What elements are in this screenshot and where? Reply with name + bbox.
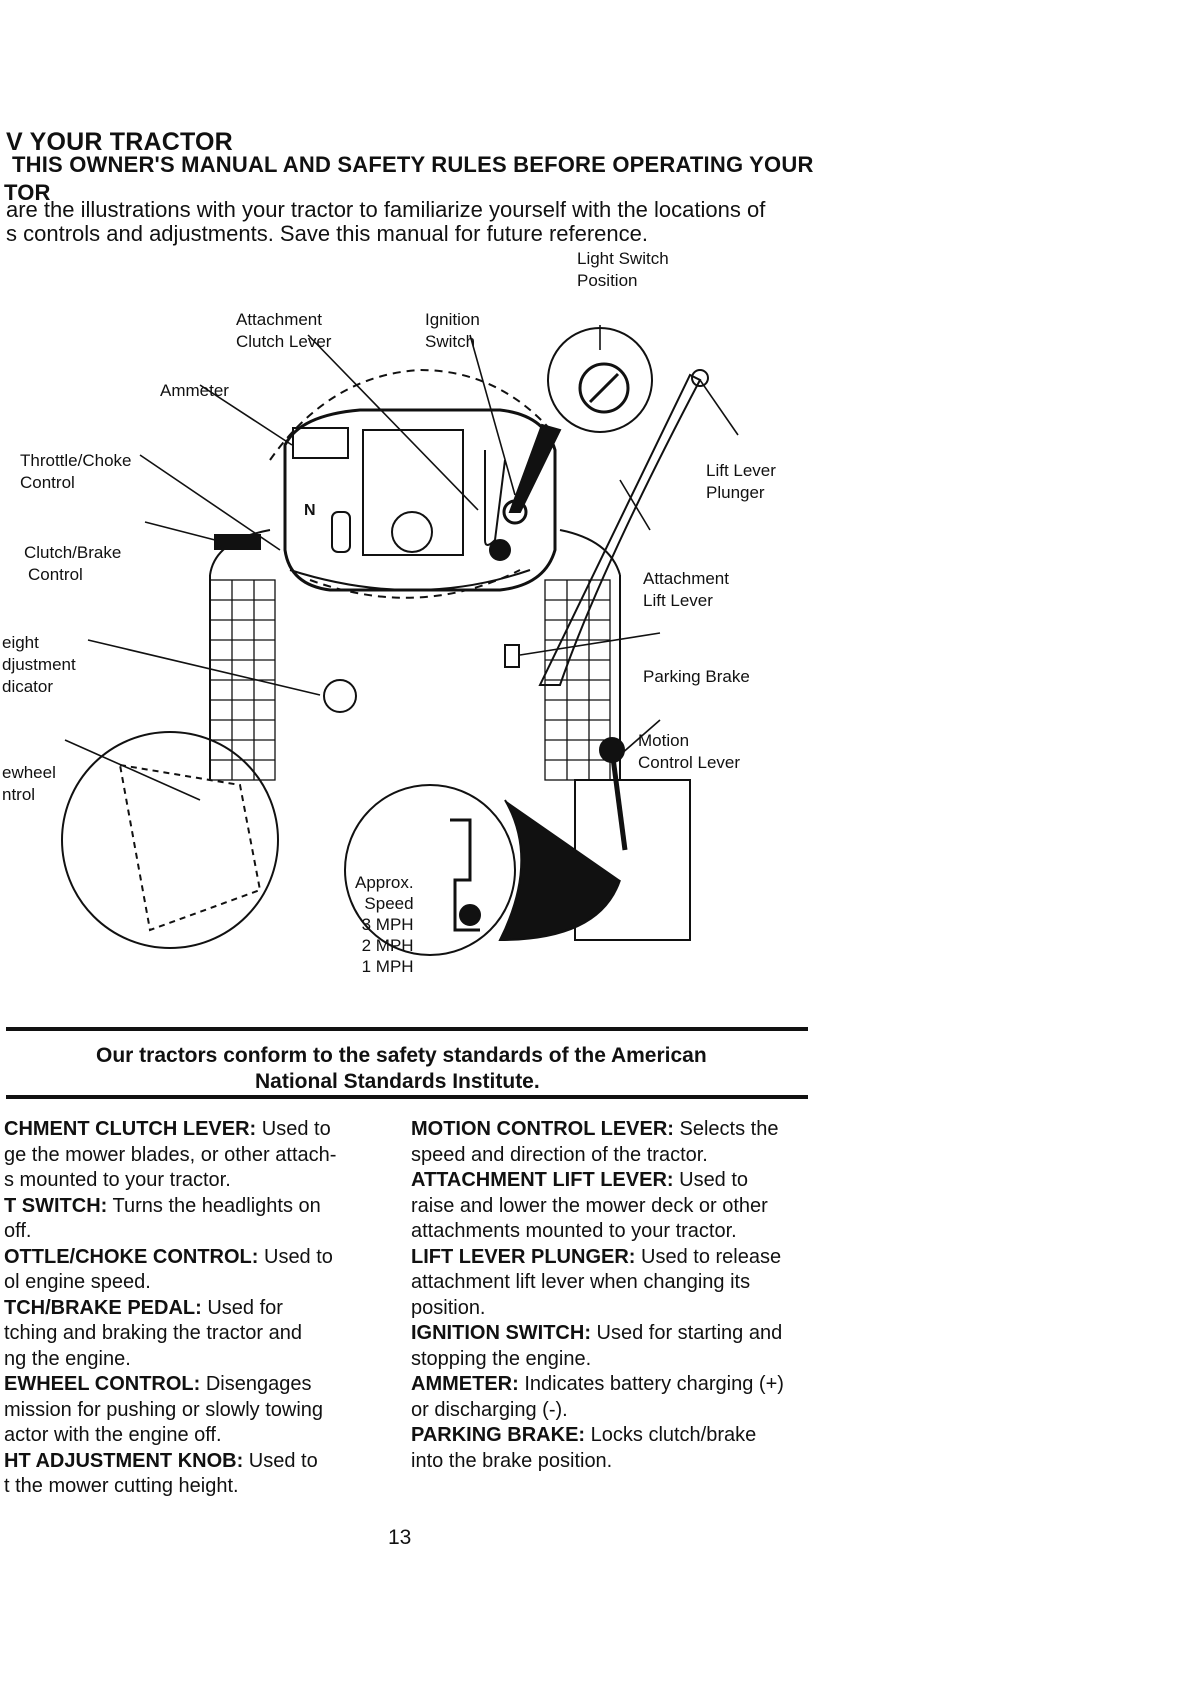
label-parking-brake: Parking Brake xyxy=(643,667,750,686)
intro-line-1: are the illustrations with your tractor … xyxy=(6,197,766,222)
text-line: stopping the engine. xyxy=(411,1347,592,1370)
text-line: EWHEEL CONTROL: Disengages xyxy=(4,1373,312,1395)
text-line: attachments mounted to your tractor. xyxy=(411,1220,737,1242)
text-line: ng the engine. xyxy=(4,1347,131,1370)
center-panel-knob xyxy=(391,511,433,553)
text-line: speed and direction of the tractor. xyxy=(411,1143,708,1166)
text-line: T SWITCH: Turns the headlights on xyxy=(4,1194,321,1217)
text-line: ge the mower blades, or other attach- xyxy=(4,1143,337,1166)
text-line: off. xyxy=(4,1220,32,1242)
label-throttle-choke-control: Throttle/Choke Control xyxy=(20,451,132,492)
text-line: into the brake position. xyxy=(411,1449,613,1472)
left-fender-grille xyxy=(209,579,276,781)
label-light-switch-position: Light Switch Position xyxy=(577,249,669,290)
text-line: attachment lift lever when changing its xyxy=(411,1271,751,1293)
text-line: HT ADJUSTMENT KNOB: Used to xyxy=(4,1449,318,1472)
text-line: TCH/BRAKE PEDAL: Used for xyxy=(4,1296,283,1319)
top-rule xyxy=(6,1027,808,1031)
label-attachment-lift-lever: Attachment Lift Lever xyxy=(643,569,729,610)
label-ammeter: Ammeter xyxy=(160,381,229,400)
text-line: position. xyxy=(411,1296,486,1319)
text-line: IGNITION SWITCH: Used for starting and xyxy=(411,1322,783,1344)
text-line: CHMENT CLUTCH LEVER: Used to xyxy=(4,1118,331,1140)
label-attachment-clutch-lever: Attachment Clutch Lever xyxy=(236,310,332,351)
label-lift-lever-plunger: Lift Lever Plunger xyxy=(706,461,776,502)
text-line: ATTACHMENT LIFT LEVER: Used to xyxy=(411,1169,749,1191)
section-title: V YOUR TRACTOR xyxy=(6,128,233,156)
label-motion-control-lever: Motion Control Lever xyxy=(638,731,741,772)
tractor-body xyxy=(209,529,621,780)
text-line: mission for pushing or slowly towing xyxy=(4,1398,324,1421)
section-subtitle-cont: TOR xyxy=(4,180,51,205)
light-switch-knob xyxy=(489,539,511,561)
label-freewheel-control: ewheel ntrol xyxy=(2,763,56,804)
throttle-slot xyxy=(331,511,351,553)
center-panel xyxy=(362,429,464,556)
neutral-mark: N xyxy=(304,502,316,519)
right-fender-grille xyxy=(544,579,611,781)
text-line: ol engine speed. xyxy=(4,1271,151,1293)
intro-line-2: s controls and adjustments. Save this ma… xyxy=(6,221,648,246)
standards-notice-line-1: Our tractors conform to the safety stand… xyxy=(96,1044,707,1067)
text-line: LIFT LEVER PLUNGER: Used to release xyxy=(411,1245,782,1268)
ammeter-gauge xyxy=(292,427,349,459)
left-column: CHMENT CLUTCH LEVER: Used to ge the mowe… xyxy=(4,1117,336,1500)
text-line: raise and lower the mower deck or other xyxy=(411,1194,768,1217)
label-approx-speed: Approx. Speed 3 MPH 2 MPH 1 MPH xyxy=(355,873,414,976)
motion-control-lever xyxy=(609,749,628,851)
section-subtitle: THIS OWNER'S MANUAL AND SAFETY RULES BEF… xyxy=(12,152,814,177)
leader-lines xyxy=(64,325,739,801)
label-ignition-switch: Ignition Switch xyxy=(425,310,480,351)
text-line: MOTION CONTROL LEVER: Selects the xyxy=(411,1118,779,1140)
freewheel-callout xyxy=(61,731,279,949)
label-height-adjustment-indicator: eight djustment dicator xyxy=(2,633,76,696)
lift-lever-plunger xyxy=(691,369,709,387)
bottom-rule xyxy=(6,1095,808,1099)
dash-panel xyxy=(283,408,557,592)
text-line: actor with the engine off. xyxy=(4,1424,222,1446)
text-line: t the mower cutting height. xyxy=(4,1475,239,1497)
attachment-clutch-slot xyxy=(484,450,506,546)
motion-control-knob xyxy=(599,737,625,763)
text-line: s mounted to your tractor. xyxy=(4,1169,231,1191)
parking-brake-handle xyxy=(504,644,520,668)
right-column: MOTION CONTROL LEVER: Selects the speed … xyxy=(411,1117,784,1474)
tractor-controls-diagram: N xyxy=(61,325,739,956)
text-line: or discharging (-). xyxy=(411,1398,568,1421)
page-number: 13 xyxy=(388,1526,412,1549)
text-line: tching and braking the tractor and xyxy=(4,1322,302,1344)
speed-callout xyxy=(344,784,516,956)
label-clutch-brake-control: Clutch/Brake Control xyxy=(24,543,122,584)
clutch-brake-pedal xyxy=(214,534,261,550)
speed-gate xyxy=(450,818,480,932)
text-line: OTTLE/CHOKE CONTROL: Used to xyxy=(4,1245,333,1268)
standards-notice-line-2: National Standards Institute. xyxy=(255,1070,540,1093)
text-line: PARKING BRAKE: Locks clutch/brake xyxy=(411,1424,757,1446)
height-adjustment-knob xyxy=(323,679,357,713)
seat-outline xyxy=(289,569,531,591)
text-line: AMMETER: Indicates battery charging (+) xyxy=(411,1373,784,1395)
dash-dashed-outline xyxy=(269,368,556,461)
